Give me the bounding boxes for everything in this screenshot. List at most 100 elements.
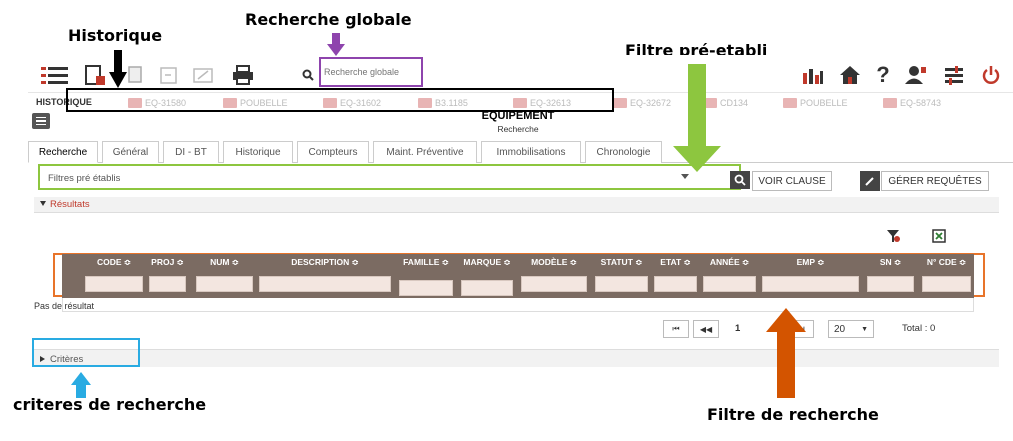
global-search-input[interactable] (324, 64, 418, 80)
equipment-icon (128, 98, 142, 108)
tab-general[interactable]: Général (102, 141, 159, 163)
column-emp[interactable]: EMP ≎ (759, 254, 862, 298)
total-count: Total : 0 (902, 323, 936, 334)
column-n-cde[interactable]: N° CDE ≎ (919, 254, 974, 298)
column-etat[interactable]: ETAT ≎ (651, 254, 700, 298)
settings-icon[interactable] (943, 63, 965, 87)
tab-recherche[interactable]: Recherche (28, 141, 98, 163)
export-excel-icon[interactable] (932, 229, 946, 243)
equipment-icon (513, 98, 527, 108)
filter-ncde-input[interactable] (922, 276, 971, 292)
filter-emp-input[interactable] (762, 276, 859, 292)
filter-marque-input[interactable] (461, 280, 513, 296)
new-icon[interactable] (83, 63, 107, 87)
sidebar-toggle-button[interactable] (32, 113, 50, 129)
column-famille[interactable]: FAMILLE ≎ (396, 254, 456, 298)
search-icon (734, 174, 746, 186)
print-icon[interactable] (231, 63, 255, 87)
edit-icon[interactable] (191, 63, 217, 87)
results-header[interactable]: Résultats (34, 197, 999, 213)
prev-page-button[interactable]: ◀◀ (693, 320, 719, 338)
equipment-icon (418, 98, 432, 108)
history-item[interactable]: EQ-31580 (128, 97, 186, 109)
grid-header: CODE ≎ PROJ ≎ NUM ≎ DESCRIPTION ≎ FAMILL… (62, 254, 974, 298)
user-icon[interactable] (903, 63, 929, 87)
tab-di-bt[interactable]: DI - BT (163, 141, 219, 163)
column-sn[interactable]: SN ≎ (864, 254, 917, 298)
tab-bar: Recherche Général DI - BT Historique Com… (28, 141, 1013, 163)
history-item[interactable]: EQ-32613 (513, 97, 571, 109)
history-highlight-box (66, 88, 614, 112)
column-proj[interactable]: PROJ ≎ (146, 254, 189, 298)
column-num[interactable]: NUM ≎ (193, 254, 256, 298)
filter-famille-input[interactable] (399, 280, 453, 296)
arrow-filtre-pre-etabli (673, 64, 721, 172)
history-item[interactable]: EQ-32672 (613, 97, 671, 109)
search-icon[interactable] (301, 63, 315, 87)
first-page-button[interactable]: ⏮ (663, 320, 689, 338)
filter-proj-input[interactable] (149, 276, 186, 292)
arrow-filtre-recherche (766, 308, 806, 398)
filter-annee-input[interactable] (703, 276, 756, 292)
filter-statut-input[interactable] (595, 276, 648, 292)
menu-icon[interactable] (40, 63, 70, 87)
annotation-recherche-globale: Recherche globale (245, 10, 412, 29)
annotation-filtre-recherche: Filtre de recherche (707, 405, 879, 424)
tab-immobilisations[interactable]: Immobilisations (481, 141, 581, 163)
home-icon[interactable] (838, 63, 862, 87)
equipment-icon (323, 98, 337, 108)
tab-chronologie[interactable]: Chronologie (585, 141, 662, 163)
tab-compteurs[interactable]: Compteurs (297, 141, 369, 163)
filter-search-button[interactable] (730, 171, 750, 189)
empty-message: Pas de résultat (34, 301, 95, 311)
history-item[interactable]: POUBELLE (783, 97, 848, 109)
pencil-icon (865, 177, 874, 186)
prefilter-select[interactable]: Filtres pré établis (38, 164, 741, 190)
page-subtitle: Recherche (497, 124, 539, 134)
gerer-requetes-button[interactable]: GÉRER REQUÊTES (881, 171, 989, 191)
filter-sn-input[interactable] (867, 276, 914, 292)
help-icon[interactable]: ? (876, 62, 890, 87)
edit-query-button[interactable] (860, 171, 880, 191)
filter-description-input[interactable] (259, 276, 391, 292)
column-annee[interactable]: ANNÉE ≎ (700, 254, 759, 298)
history-item[interactable]: EQ-58743 (883, 97, 941, 109)
power-icon[interactable] (980, 63, 1002, 87)
voir-clause-button[interactable]: VOIR CLAUSE (752, 171, 832, 191)
criteres-label: Critères (50, 354, 84, 365)
equipment-icon (883, 98, 897, 108)
copy-icon[interactable] (126, 63, 146, 87)
undo-icon[interactable] (158, 63, 180, 87)
expand-icon (40, 356, 45, 362)
column-modele[interactable]: MODÈLE ≎ (518, 254, 590, 298)
filter-etat-input[interactable] (654, 276, 697, 292)
filter-code-input[interactable] (85, 276, 143, 292)
filter-num-input[interactable] (196, 276, 253, 292)
annotation-historique: Historique (68, 26, 163, 45)
collapse-icon (40, 201, 46, 206)
history-item[interactable]: POUBELLE (223, 97, 288, 109)
equipment-icon (223, 98, 237, 108)
hamburger-icon (36, 116, 46, 119)
column-description[interactable]: DESCRIPTION ≎ (256, 254, 394, 298)
history-item[interactable]: B3.1185 (418, 97, 468, 109)
tab-maint-preventive[interactable]: Maint. Préventive (373, 141, 477, 163)
column-marque[interactable]: MARQUE ≎ (458, 254, 516, 298)
arrow-criteres (71, 372, 91, 398)
tab-historique[interactable]: Historique (223, 141, 293, 163)
filter-modele-input[interactable] (521, 276, 587, 292)
stats-icon[interactable] (801, 63, 825, 87)
clear-filter-icon[interactable] (886, 229, 900, 243)
history-item[interactable]: EQ-31602 (323, 97, 381, 109)
column-code[interactable]: CODE ≎ (82, 254, 146, 298)
column-statut[interactable]: STATUT ≎ (592, 254, 651, 298)
criteres-header[interactable]: Critères (34, 349, 999, 367)
arrow-recherche-globale (327, 33, 345, 56)
chevron-down-icon: ▼ (861, 325, 868, 333)
equipment-icon (783, 98, 797, 108)
equipment-icon (613, 98, 627, 108)
page-size-select[interactable]: 20 ▼ (828, 320, 874, 338)
results-body (62, 298, 974, 312)
history-item[interactable]: CD134 (703, 97, 748, 109)
